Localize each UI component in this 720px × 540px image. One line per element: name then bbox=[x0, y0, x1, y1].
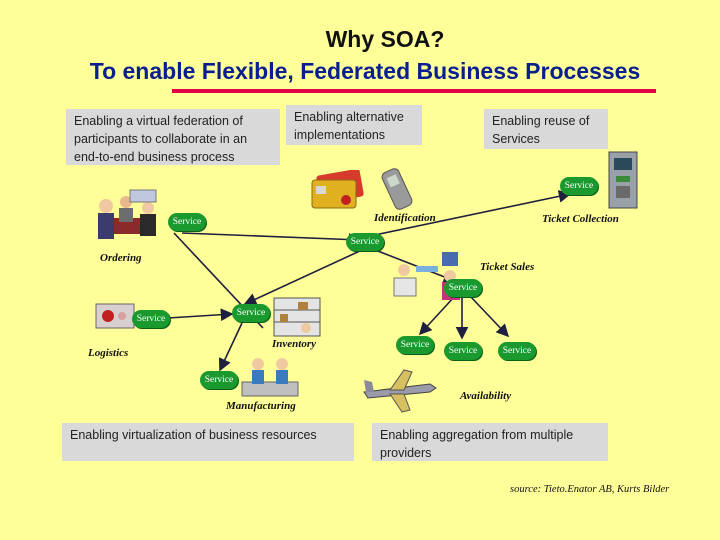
label-ticket-sales: Ticket Sales bbox=[480, 261, 535, 273]
inventory-warehouse-icon bbox=[273, 297, 321, 337]
arrow-inventory bbox=[243, 249, 363, 306]
label-logistics: Logistics bbox=[88, 347, 129, 359]
title-underline bbox=[172, 89, 656, 93]
source-citation: source: Tieto.Enator AB, Kurts Bilder bbox=[510, 484, 670, 495]
arrow-availability-1 bbox=[418, 295, 456, 336]
arrow-ticket-collection bbox=[369, 190, 572, 237]
label-availability: Availability bbox=[460, 390, 512, 402]
page-title: Why SOA? bbox=[325, 26, 445, 52]
service-bubble-ordering: Service bbox=[168, 213, 206, 231]
service-bubble-availability-2: Service bbox=[444, 342, 482, 360]
arrow-logistics bbox=[167, 308, 234, 322]
box-alternative-implementations: Enabling alternative implementations bbox=[286, 105, 422, 145]
ticket-machine-icon bbox=[608, 151, 638, 209]
ticket-sellers-icon bbox=[393, 252, 460, 300]
box-aggregation: Enabling aggregation from multiple provi… bbox=[372, 423, 608, 461]
label-manufacturing: Manufacturing bbox=[226, 400, 296, 412]
service-bubble-logistics: Service bbox=[132, 310, 170, 328]
airplane-icon bbox=[363, 369, 437, 413]
label-inventory: Inventory bbox=[272, 338, 316, 350]
factory-workers-icon bbox=[241, 358, 299, 397]
box-virtualization: Enabling virtualization of business reso… bbox=[62, 423, 354, 461]
label-identification: Identification bbox=[374, 212, 436, 224]
label-ticket-collection: Ticket Collection bbox=[542, 213, 619, 225]
service-bubble-inventory: Service bbox=[232, 304, 270, 322]
meeting-people-icon bbox=[98, 189, 157, 239]
arrow-ticket-sales bbox=[369, 247, 457, 283]
service-bubble-availability-1: Service bbox=[396, 336, 434, 354]
arrow-manufacturing bbox=[218, 322, 243, 372]
box-virtual-federation: Enabling a virtual federation of partici… bbox=[66, 109, 280, 165]
arrow-availability-3 bbox=[469, 295, 510, 338]
label-ordering: Ordering bbox=[100, 252, 142, 264]
service-bubble-availability-3: Service bbox=[498, 342, 536, 360]
logistics-truck-icon bbox=[95, 303, 135, 329]
credit-cards-icon bbox=[311, 170, 364, 209]
service-bubble-ticket-collection: Service bbox=[560, 177, 598, 195]
service-bubble-manufacturing: Service bbox=[200, 371, 238, 389]
service-bubble-ticket-sales: Service bbox=[444, 279, 482, 297]
service-bubble-hub: Service bbox=[346, 233, 384, 251]
arrow-ordering-service bbox=[181, 232, 362, 246]
page-subtitle: To enable Flexible, Federated Business P… bbox=[89, 58, 641, 84]
mobile-phone-icon bbox=[381, 168, 413, 210]
box-reuse-of-services: Enabling reuse of Services bbox=[484, 109, 608, 149]
